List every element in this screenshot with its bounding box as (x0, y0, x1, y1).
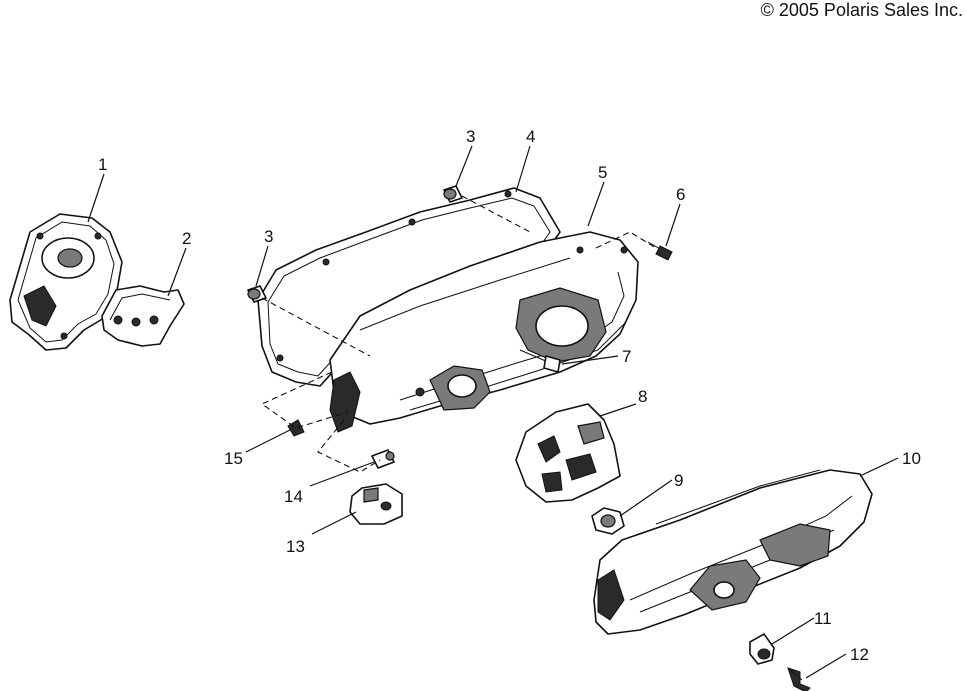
callout-6: 6 (676, 185, 685, 204)
part-14-pin (371, 449, 395, 469)
callout-4: 4 (526, 127, 535, 146)
part-3-dowel-upper (443, 185, 463, 203)
callout-3-left: 3 (264, 227, 273, 246)
part-11-cap (749, 633, 775, 665)
assembly-lines (260, 195, 657, 473)
part-2-plate (101, 285, 185, 347)
part-13-clip (349, 483, 403, 525)
part-9-nut (591, 507, 625, 535)
callout-7: 7 (622, 347, 631, 366)
callout-1: 1 (98, 155, 107, 174)
callout-9: 9 (674, 471, 683, 490)
callout-15: 15 (224, 449, 243, 468)
part-15-bolt (287, 419, 305, 437)
part-6-bolt (647, 241, 673, 261)
part-3-dowel-left (247, 285, 267, 303)
part-7-bolt (519, 349, 561, 373)
callout-12: 12 (850, 645, 869, 664)
leader-lines (87, 145, 899, 679)
callouts: 1 2 3 3 4 5 6 7 8 9 10 11 12 13 14 15 (98, 127, 921, 664)
callout-11: 11 (814, 609, 832, 628)
part-8-bracket (515, 403, 621, 503)
callout-2: 2 (182, 229, 191, 248)
callout-10: 10 (902, 449, 921, 468)
callout-3-upper: 3 (466, 127, 475, 146)
callout-14: 14 (284, 487, 303, 506)
callout-13: 13 (286, 537, 305, 556)
part-1-cover (9, 213, 123, 351)
callout-5: 5 (598, 163, 607, 182)
part-5-inner-cover (329, 231, 639, 433)
part-12-screw (787, 667, 811, 691)
part-10-outer-cover (593, 469, 873, 635)
callout-8: 8 (638, 387, 647, 406)
copyright-notice: © 2005 Polaris Sales Inc. (760, 0, 963, 20)
